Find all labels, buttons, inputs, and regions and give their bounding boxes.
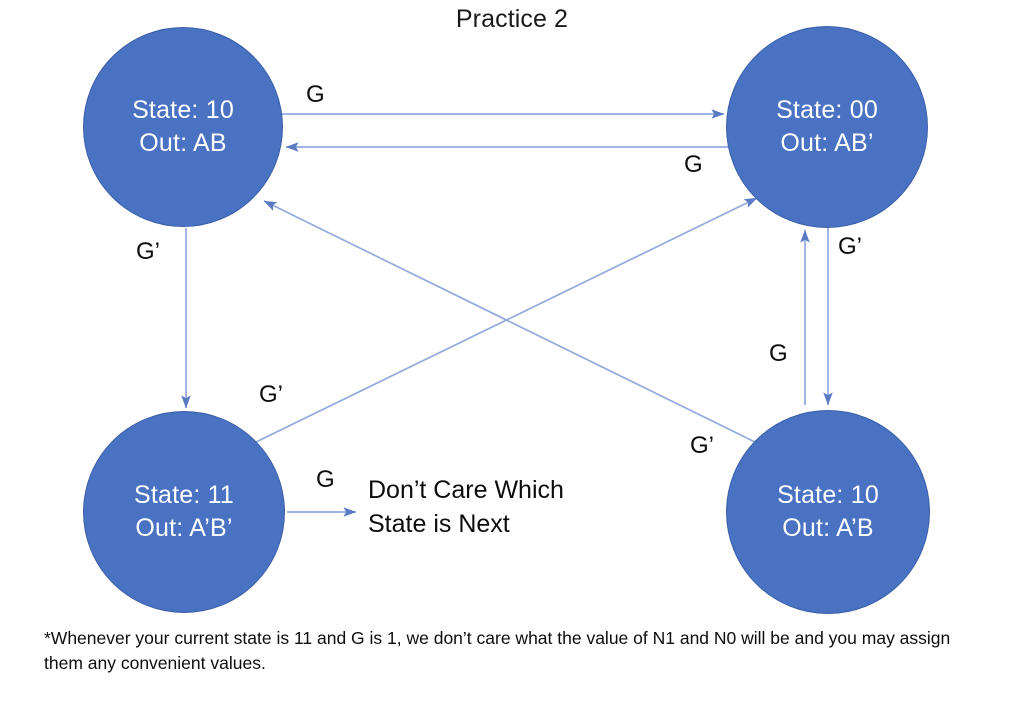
state-node-output-label: Out: AB (139, 129, 227, 157)
edge-label-diagonal-up-left: G’ (690, 432, 714, 459)
edge-label-dont-care: G (316, 466, 335, 493)
footnote: *Whenever your current state is 11 and G… (44, 628, 951, 673)
edge-label-top-left: G (684, 151, 703, 178)
state-node-output-label: Out: A’B’ (135, 514, 233, 542)
dont-care-note: Don’t Care Which State is Next (368, 473, 564, 541)
state-node-10-ApB[interactable]: State: 10 Out: A’B (726, 410, 930, 614)
state-node-output-label: Out: AB’ (780, 129, 874, 157)
state-node-state-label: State: 10 (132, 96, 234, 124)
state-node-state-label: State: 11 (133, 481, 235, 509)
dont-care-line-2: State is Next (368, 510, 510, 538)
state-node-output-label: Out: A’B (782, 514, 874, 542)
edge-diagonal-up-left (263, 200, 756, 443)
state-node-11-ApBp[interactable]: State: 11 Out: A’B’ (83, 411, 285, 613)
edge-label-left-down: G’ (136, 238, 160, 265)
edge-label-diagonal-up-right: G’ (259, 381, 283, 408)
dont-care-line-1: Don’t Care Which (368, 476, 564, 504)
edge-label-right-down: G’ (838, 233, 862, 260)
page-title: Practice 2 (455, 5, 569, 33)
state-node-10-AB[interactable]: State: 10 Out: AB (83, 27, 283, 227)
edge-label-top-right: G (306, 81, 325, 108)
edge-label-right-up: G (769, 340, 788, 367)
state-node-00-ABp[interactable]: State: 00 Out: AB’ (726, 26, 928, 228)
state-node-state-label: State: 10 (777, 481, 879, 509)
state-node-state-label: State: 00 (776, 96, 878, 124)
